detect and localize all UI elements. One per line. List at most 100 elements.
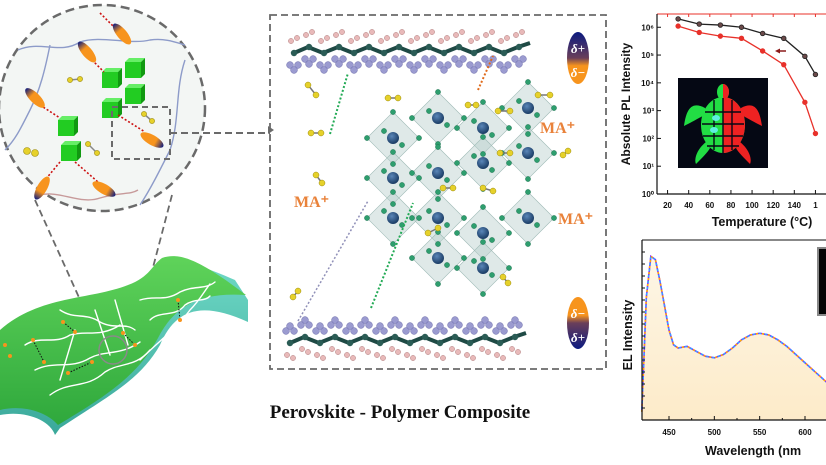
- fluorine-atom: [339, 55, 347, 63]
- hydrogen-atom: [284, 352, 290, 358]
- halide-atom: [471, 118, 477, 124]
- y-tick-label: 10⁵: [641, 51, 654, 60]
- data-point: [759, 48, 766, 54]
- data-point: [759, 30, 766, 37]
- halide-atom: [534, 222, 540, 228]
- hydrogen-atom: [324, 35, 330, 41]
- halide-atom: [381, 128, 387, 134]
- halide-atom: [454, 265, 460, 271]
- dipole: [34, 176, 50, 200]
- y-tick-label: 10⁶: [641, 23, 654, 32]
- fluorine-atom: [350, 66, 358, 74]
- fluorine-atom: [290, 66, 298, 74]
- fluorine-atom: [511, 55, 519, 63]
- b-site-atom: [522, 147, 534, 159]
- data-point: [738, 24, 745, 30]
- ma-ion: [534, 91, 554, 99]
- fluorine-atom: [286, 61, 294, 69]
- dipole-badge-top: δ+ δ−: [567, 32, 589, 84]
- halide-atom: [409, 215, 415, 221]
- halide-atom: [444, 122, 450, 128]
- carbon-atom: [365, 43, 373, 51]
- halide-atom: [390, 201, 396, 207]
- hydrogen-atom: [464, 352, 470, 358]
- hydrogen-atom: [309, 29, 315, 35]
- hydrogen-atom: [348, 38, 354, 44]
- halide-atom: [426, 108, 432, 114]
- hydrogen-atom: [483, 32, 489, 38]
- fluorine-atom: [286, 322, 294, 330]
- carbon-atom: [515, 43, 523, 51]
- fluorine-atom: [312, 327, 320, 335]
- halide-atom: [416, 175, 422, 181]
- b-site-atom: [387, 172, 399, 184]
- hydrogen-atom: [500, 355, 506, 361]
- halide-atom: [471, 153, 477, 159]
- halide-atom: [435, 241, 441, 247]
- hydrogen-atom: [414, 35, 420, 41]
- fluorine-atom: [305, 321, 313, 329]
- halide-atom: [461, 215, 467, 221]
- fluorine-atom: [515, 60, 523, 68]
- perovskite-cube: [102, 98, 122, 118]
- hydrogen-atom: [479, 346, 485, 352]
- y-tick-label: 10⁴: [641, 79, 654, 88]
- halide-atom: [506, 125, 512, 131]
- carbon-atom: [361, 333, 369, 341]
- halide-atom: [489, 237, 495, 243]
- halide-atom: [435, 189, 441, 195]
- fluorine-atom: [335, 321, 343, 329]
- hydrogen-atom: [474, 35, 480, 41]
- ma-ion: [307, 129, 325, 137]
- hydrogen-atom: [425, 349, 431, 355]
- ma-ion: [384, 94, 402, 102]
- ma-ion: [496, 149, 514, 157]
- data-point: [812, 71, 819, 78]
- halide-atom: [480, 99, 486, 105]
- hydrogen-atom: [434, 352, 440, 358]
- fluorine-atom: [470, 327, 478, 335]
- series-line-pristine: [677, 25, 817, 134]
- hydrogen-atom: [290, 355, 296, 361]
- x-tick-label: 100: [745, 201, 759, 210]
- hydrogen-atom: [320, 355, 326, 361]
- ma-label: MA⁺: [558, 211, 593, 228]
- hydrogen-atom: [374, 352, 380, 358]
- fluorine-atom: [324, 61, 332, 69]
- carbon-atom: [421, 333, 429, 341]
- polymer-chain-bottom: [282, 316, 527, 361]
- data-point: [802, 99, 808, 105]
- fluorine-atom: [410, 327, 418, 335]
- ma-ion: [304, 81, 320, 99]
- carbon-atom: [301, 333, 309, 341]
- y-tick-label: 10³: [642, 107, 654, 116]
- fluorine-atom: [365, 321, 373, 329]
- fluorine-atom: [376, 322, 384, 330]
- halide-atom: [390, 149, 396, 155]
- fluorine-atom: [421, 316, 429, 324]
- halide-atom: [426, 248, 432, 254]
- fluorine-atom: [504, 61, 512, 69]
- hydrogen-atom: [363, 32, 369, 38]
- fluorine-atom: [436, 322, 444, 330]
- hydrogen-atom: [354, 35, 360, 41]
- fluorine-atom: [466, 61, 474, 69]
- fluorine-atom: [429, 55, 437, 63]
- hydrogen-atom: [369, 29, 375, 35]
- x-tick-label: 40: [684, 201, 693, 210]
- hydrogen-atom: [423, 32, 429, 38]
- fluorine-atom: [447, 321, 455, 329]
- fluorine-atom: [455, 60, 463, 68]
- b-site-atom: [387, 132, 399, 144]
- y-tick-label: 10¹: [642, 162, 654, 171]
- fluorine-atom: [320, 66, 328, 74]
- halide-atom: [525, 241, 531, 247]
- fluorine-atom: [500, 66, 508, 74]
- carbon-atom: [410, 49, 418, 57]
- fluorine-atom: [342, 327, 350, 335]
- b-site-atom: [477, 122, 489, 134]
- perovskite-lattice: [364, 79, 557, 297]
- x-tick-label: 450: [662, 428, 676, 437]
